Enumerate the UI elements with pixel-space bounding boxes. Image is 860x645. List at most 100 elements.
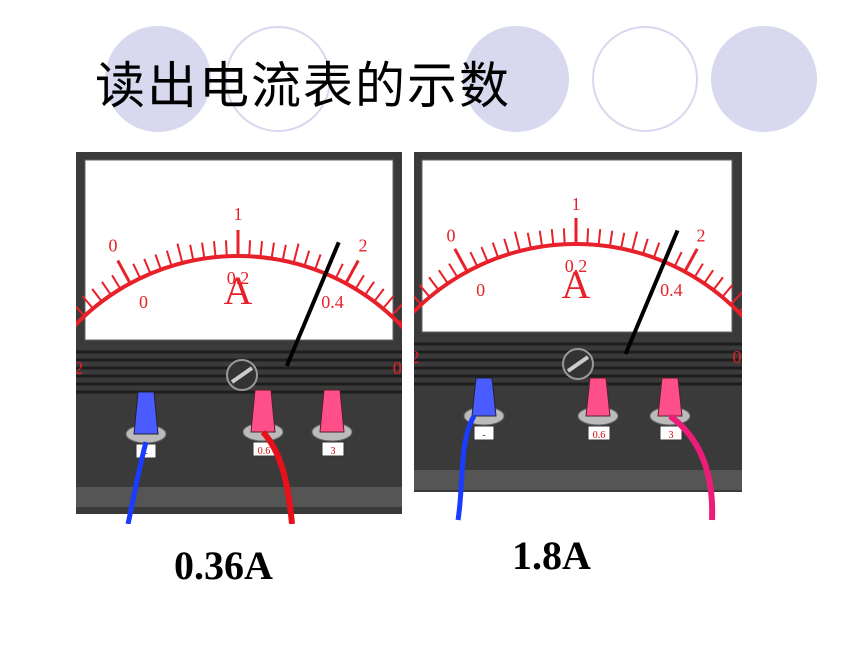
scale-tick — [469, 251, 479, 267]
wire-positive — [260, 429, 295, 525]
scale-tick — [314, 254, 322, 270]
scale-lower-label: 0.4 — [660, 280, 683, 300]
reading-meter-1: 0.36A — [174, 543, 273, 588]
scale-tick — [189, 244, 195, 261]
meter-base — [414, 470, 742, 490]
scale-tick — [652, 242, 661, 259]
terminal-label-0-6: 0.6 — [593, 430, 606, 441]
scale-tick — [176, 243, 184, 264]
scale-tick — [586, 228, 590, 245]
scale-tick — [642, 238, 649, 255]
scale-tick — [292, 243, 300, 264]
scale-tick — [344, 259, 360, 285]
terminal-3[interactable] — [649, 377, 691, 441]
scale-tick — [608, 230, 614, 247]
decor-circle-3 — [463, 26, 569, 132]
scale-arc — [46, 254, 430, 361]
scale-tick — [212, 241, 217, 258]
scale-tick — [448, 263, 459, 278]
unit-label: A — [562, 262, 591, 307]
wire-negative — [125, 441, 149, 525]
scale-tick — [154, 254, 162, 270]
decor-circle-4 — [592, 26, 698, 132]
scale-tick — [354, 274, 365, 290]
scale-tick — [270, 242, 275, 259]
scale-lower-label: 0.2 — [76, 358, 83, 378]
scale-tick — [382, 295, 394, 310]
scale-lower-label: 0 — [139, 292, 148, 312]
scale-tick — [693, 263, 704, 278]
scale-tick — [513, 231, 521, 252]
scale-tick — [480, 246, 489, 263]
scale-tick — [132, 263, 142, 279]
scale-tick — [503, 238, 510, 255]
decor-circle-5 — [711, 26, 817, 132]
scale-tick — [703, 269, 714, 284]
scale-lower-label: 0.4 — [321, 292, 344, 312]
scale-tick — [364, 281, 375, 296]
wire-negative — [455, 414, 477, 521]
wire-positive — [668, 413, 716, 521]
scale-tick — [438, 269, 449, 284]
scale-upper-label: 1 — [572, 194, 581, 214]
terminal-3[interactable] — [311, 389, 353, 457]
scale-lower-label: 0.6 — [393, 358, 402, 378]
scale-tick — [597, 229, 602, 246]
terminal-0-6[interactable] — [577, 377, 619, 441]
scale-tick — [91, 288, 103, 303]
scale-tick — [334, 263, 344, 279]
scale-tick — [562, 228, 566, 245]
scale-lower-label: 0.6 — [732, 347, 742, 367]
unit-label: A — [224, 268, 253, 313]
terminal-label-negative: - — [482, 430, 485, 441]
page-title: 读出电流表的示数 — [95, 57, 511, 115]
reading-meter-2: 1.8A — [512, 533, 591, 578]
scale-lower-label: 0 — [476, 280, 485, 300]
scale-lower-label: 0.2 — [565, 256, 588, 276]
screw-slot — [230, 366, 254, 384]
scale-tick — [428, 276, 440, 291]
terminal-label-0-6: 0.6 — [258, 446, 271, 457]
needle — [623, 229, 680, 355]
needle — [284, 241, 341, 367]
scale-tick — [373, 288, 385, 303]
terminal-label-negative: - — [144, 448, 147, 459]
scale-tick — [538, 230, 544, 247]
scale-tick — [143, 258, 152, 275]
scale-tick — [201, 242, 206, 259]
scale-tick — [673, 251, 683, 267]
screw-slot — [566, 355, 590, 373]
scale-tick — [82, 295, 94, 310]
scale-tick — [491, 242, 500, 259]
scale-lower-label: 0.2 — [414, 347, 420, 367]
scale-tick — [721, 284, 734, 298]
scale-tick — [620, 232, 626, 249]
scale-tick — [550, 229, 555, 246]
scale-tick — [526, 232, 532, 249]
scale-tick — [111, 274, 122, 290]
scale-tick — [453, 248, 469, 273]
scale-upper-label: 2 — [359, 236, 368, 256]
scale-tick — [631, 231, 639, 252]
scale-tick — [101, 281, 112, 296]
scale-upper-label: 0 — [108, 236, 117, 256]
scale-tick — [712, 276, 724, 291]
terminal-label-3: 3 — [669, 430, 674, 441]
terminal-label-3: 3 — [331, 446, 336, 457]
scale-tick — [165, 250, 173, 267]
scale-tick — [259, 241, 264, 258]
meter-base — [76, 487, 402, 507]
scale-tick — [224, 240, 228, 257]
scale-lower-label: 0.2 — [227, 268, 250, 288]
scale-arc — [383, 242, 769, 349]
scale-upper-label: 2 — [697, 226, 706, 246]
decor-circle-1 — [105, 26, 211, 132]
scale-tick — [683, 248, 699, 273]
scale-tick — [418, 284, 431, 298]
scale-upper-label: 1 — [234, 204, 243, 224]
scale-tick — [281, 244, 287, 261]
